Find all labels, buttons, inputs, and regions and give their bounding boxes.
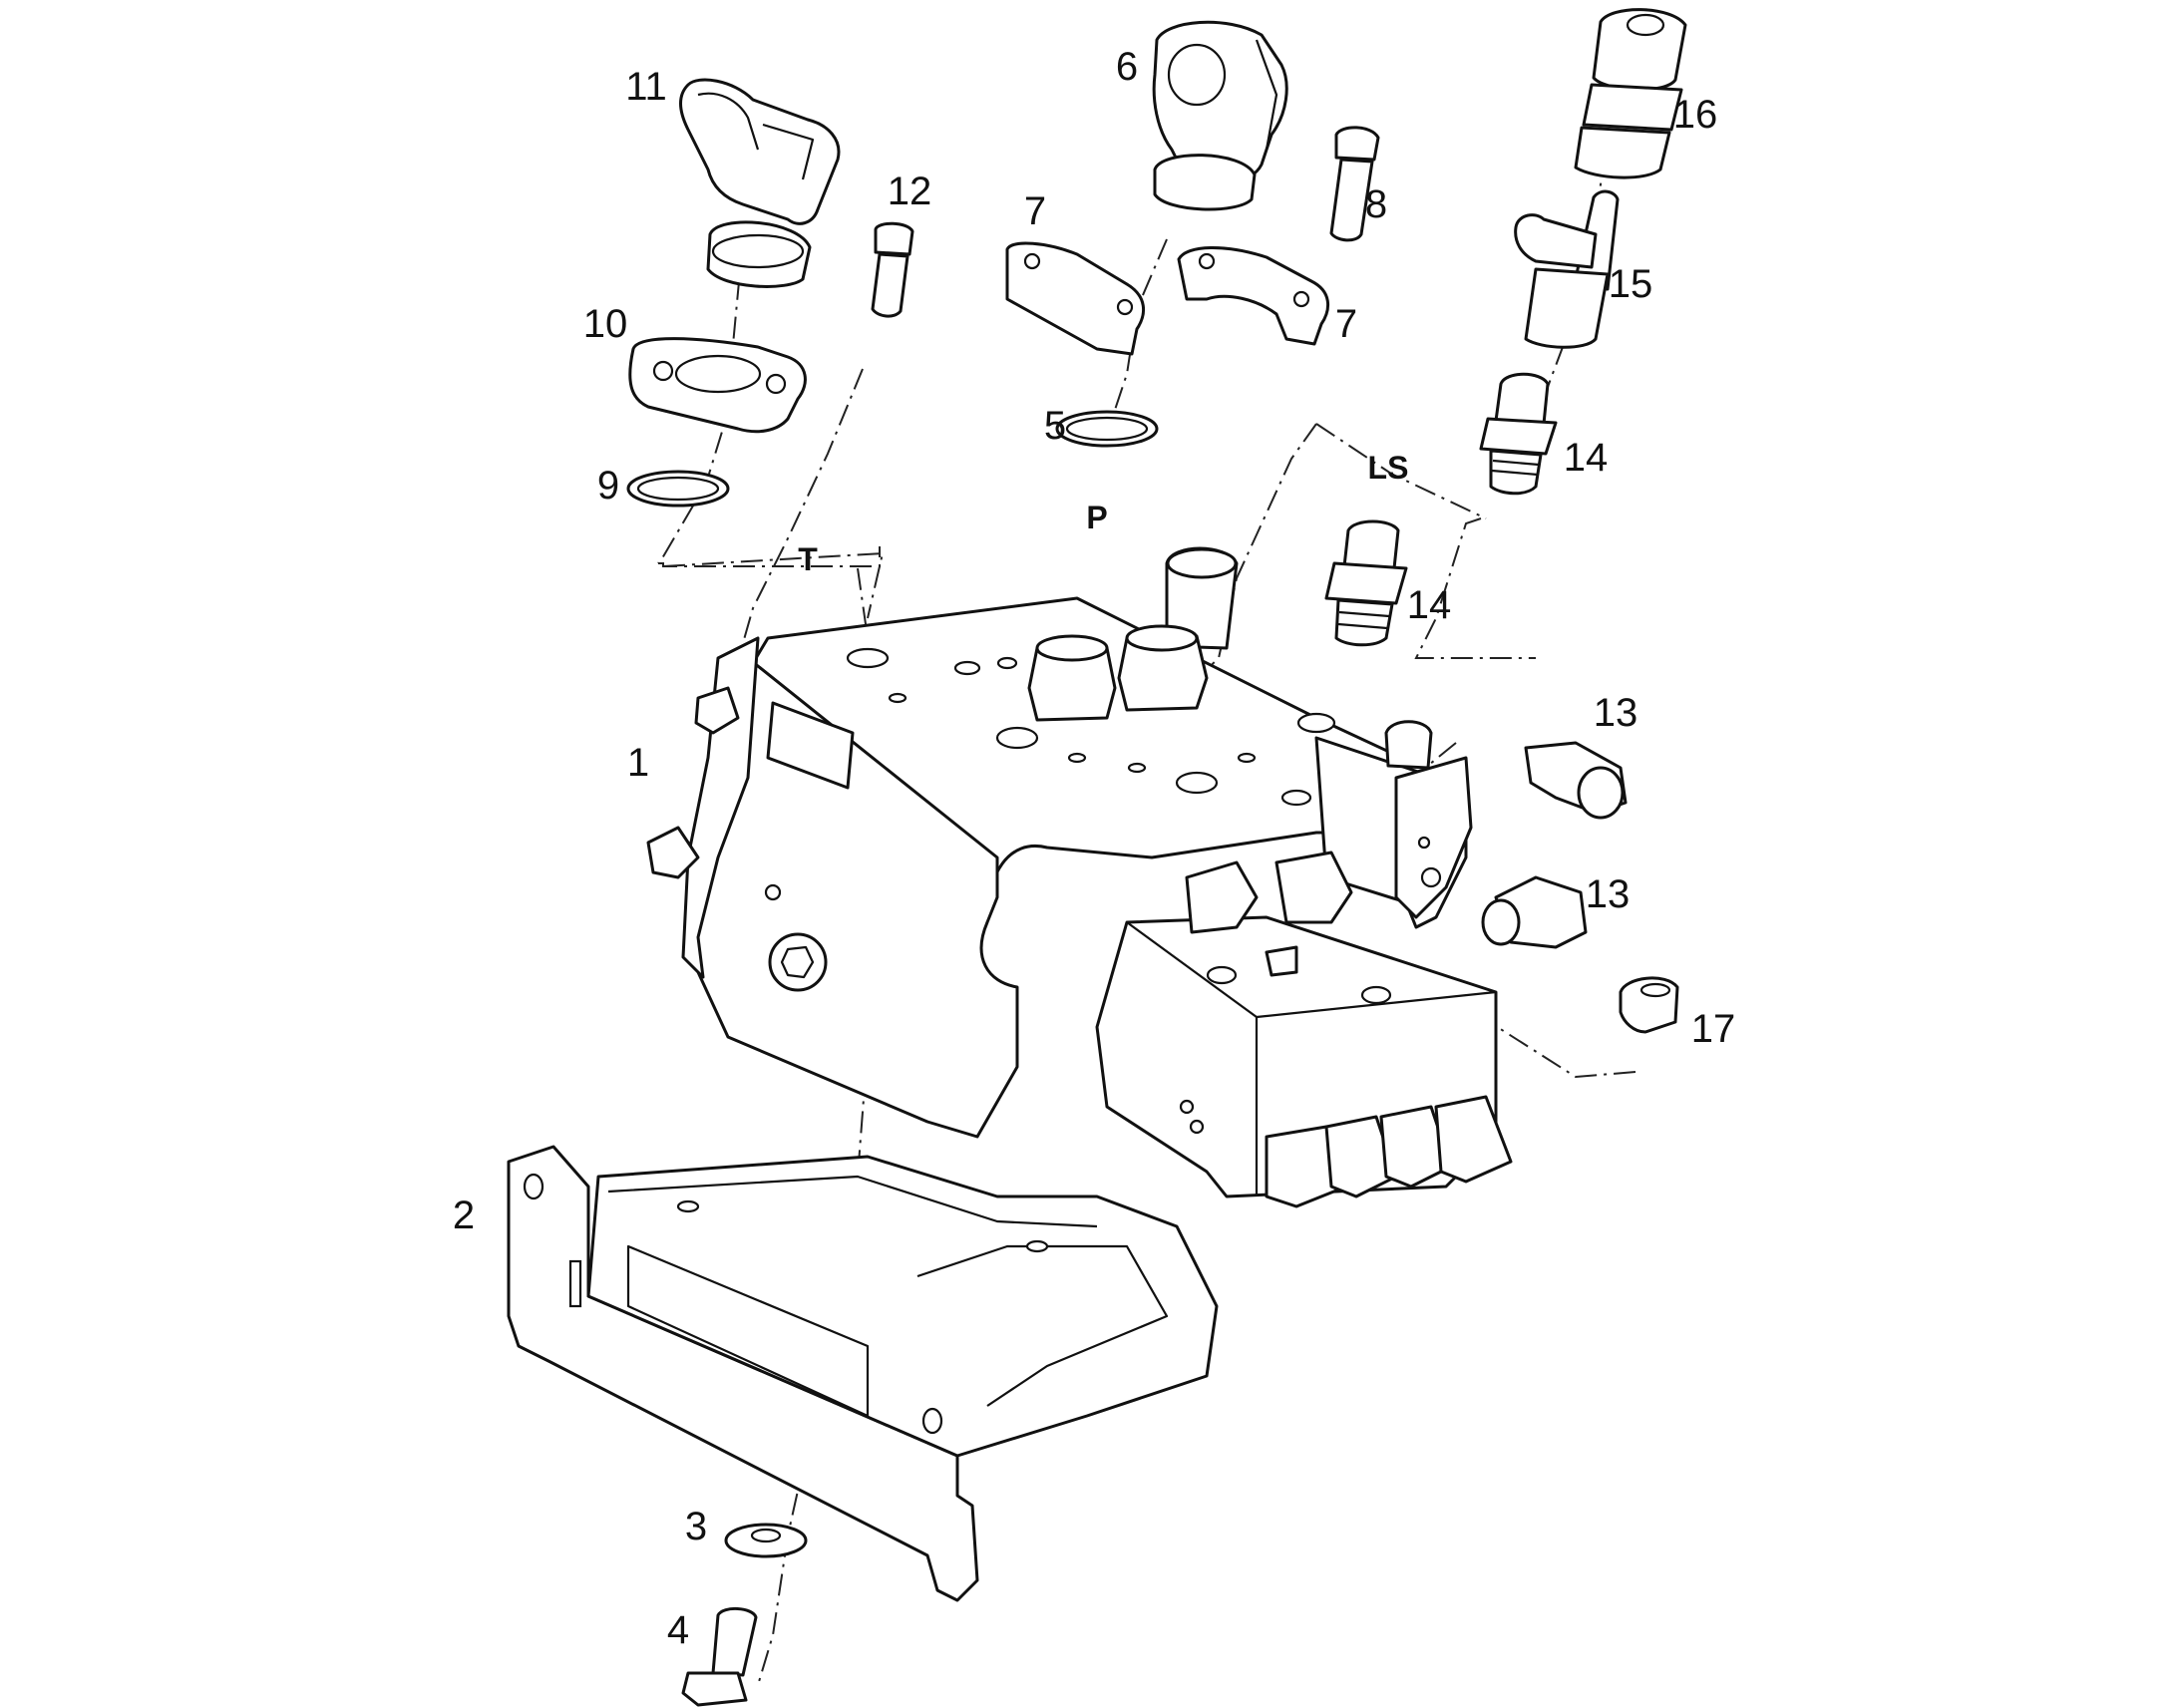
part-14-upper-straight-fitting — [1479, 372, 1558, 496]
ref-number-1: 1 — [627, 741, 649, 785]
part-7-left-clamp-half — [1005, 241, 1146, 356]
part-4-bolt — [681, 1607, 758, 1707]
ref-number-7-right: 7 — [1335, 302, 1357, 346]
port-label-pressure: P — [1086, 500, 1107, 535]
port-label-tank: T — [798, 541, 818, 577]
ref-number-8: 8 — [1365, 182, 1387, 226]
ref-number-14-lower: 14 — [1407, 583, 1452, 627]
part-5-o-ring — [1055, 410, 1159, 448]
ref-number-7-left: 7 — [1024, 189, 1046, 233]
ref-number-13-upper: 13 — [1594, 691, 1638, 735]
ref-number-13-lower: 13 — [1586, 872, 1631, 916]
port-label-load-sense: LS — [1368, 450, 1409, 486]
ref-number-9: 9 — [597, 464, 619, 508]
ref-number-2: 2 — [453, 1194, 475, 1237]
part-1-valve-block — [646, 546, 1473, 1139]
part-6-elbow-fitting — [1152, 20, 1288, 211]
ref-number-3: 3 — [685, 1505, 707, 1548]
part-11-elbow-fitting — [679, 78, 841, 288]
ref-number-16: 16 — [1673, 93, 1718, 137]
part-17-plug — [1619, 976, 1679, 1034]
part-7-right-clamp-half — [1177, 246, 1330, 346]
part-13-lower-fitting — [1481, 875, 1588, 949]
part-2-mounting-bracket — [507, 1145, 1219, 1602]
reference-numbers: 1 2 3 4 5 6 7 7 8 9 10 11 12 13 13 14 14… — [453, 45, 1735, 1652]
ref-number-5: 5 — [1044, 404, 1066, 448]
ref-number-10: 10 — [583, 302, 628, 346]
part-12-bolt — [871, 221, 914, 318]
part-8-bolt — [1329, 126, 1380, 242]
part-15-tee-fitting — [1514, 189, 1620, 349]
ref-number-11: 11 — [625, 65, 667, 109]
ref-number-17: 17 — [1691, 1007, 1736, 1051]
ref-number-12: 12 — [888, 170, 932, 213]
ref-number-4: 4 — [667, 1608, 689, 1652]
part-16-union-fitting — [1574, 8, 1687, 179]
part-13-upper-fitting — [1524, 741, 1628, 820]
section-block — [1095, 851, 1513, 1208]
part-3-washer — [724, 1523, 808, 1558]
port-labels: T P LS — [798, 450, 1408, 577]
part-9-o-ring — [626, 470, 730, 508]
part-14-lower-straight-fitting — [1324, 519, 1408, 647]
ref-number-14-upper: 14 — [1564, 436, 1609, 480]
part-10-flange — [628, 337, 807, 434]
ref-number-15: 15 — [1609, 262, 1653, 306]
ref-number-6: 6 — [1116, 45, 1138, 89]
